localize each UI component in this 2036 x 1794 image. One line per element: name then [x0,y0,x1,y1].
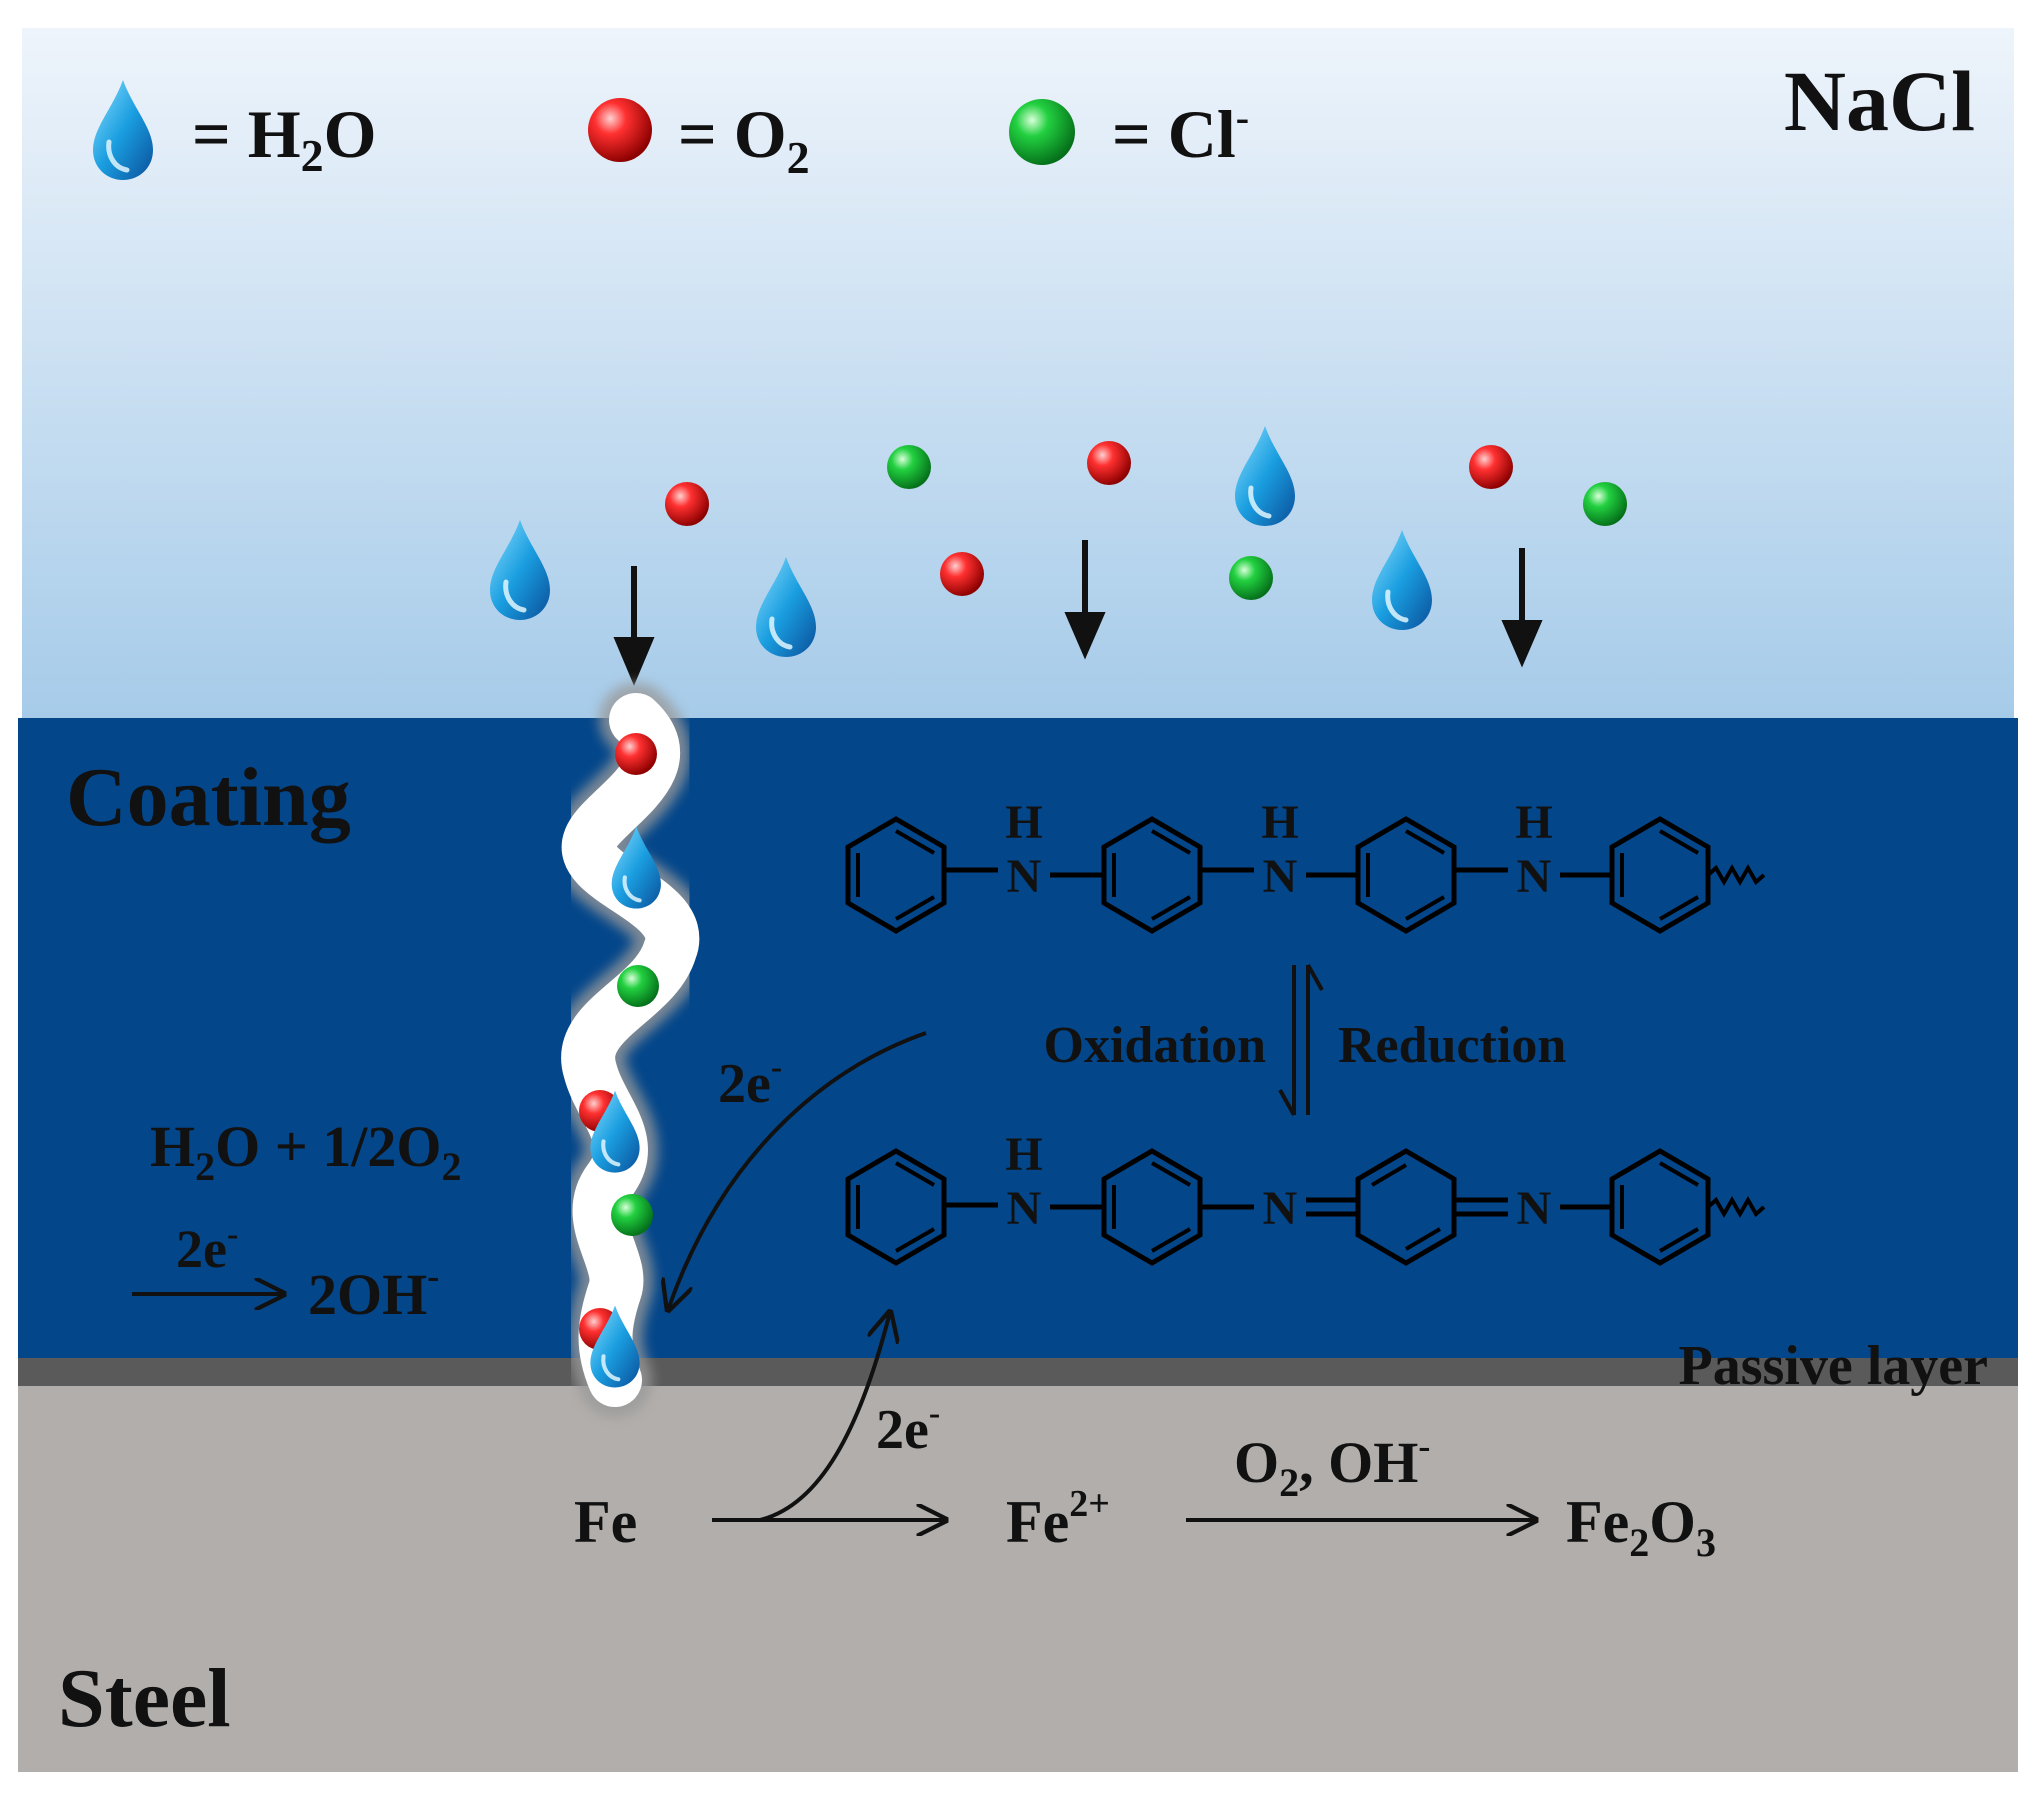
legend-cl-label: = Cl- [1112,95,1249,172]
oxygen-molecule-icon [940,552,984,596]
oxygen-molecule-icon [1087,441,1131,485]
cathodic-product: 2OH- [308,1256,439,1327]
solution-label: NaCl [1784,53,1975,149]
steel-label: Steel [58,1652,231,1745]
up-half-arrow-icon [1306,964,1324,991]
chloride-ion-icon [1229,556,1273,600]
down-arrow-icon [1064,612,1106,660]
electron-release-arrow [759,1312,890,1522]
diffusion-arrows [613,540,1543,686]
chloride-ion-icon [617,965,659,1007]
legend-chloride-icon [1009,99,1075,165]
lower-electron-label: 2e- [876,1395,940,1461]
legend: = H2O = O2 = Cl- [93,80,1249,183]
legend-o2-label: = O2 [678,96,810,183]
upper-electron-label: 2e- [718,1049,782,1115]
cathodic-reaction: H2O + 1/2O2 2e- 2OH- [132,1114,462,1327]
fe2o3-label: Fe2O3 [1566,1489,1716,1565]
coating-label: Coating [66,751,351,844]
nh-hydrogen-label: H [1515,796,1552,849]
imine-nitrogen-label: N [1517,1182,1552,1235]
anodic-reaction: Fe 2e- Fe2+ O2, OH- Fe2O3 [574,1312,1716,1565]
fe2-label: Fe2+ [1006,1483,1110,1555]
imine-nitrogen-label: N [1263,1182,1298,1235]
passive-layer-label: Passive layer [1679,1335,1988,1397]
polyaniline-oxidized-form: H N N N [848,1128,1766,1263]
chloride-ion-icon [887,445,931,489]
reduction-label: Reduction [1338,1017,1566,1074]
oxidant-label: O2, OH- [1234,1426,1430,1505]
nh-nitrogen-label: N [1263,850,1298,903]
solution-species [490,426,1627,657]
cathodic-electrons: 2e- [176,1216,238,1279]
legend-oxygen-icon [588,98,652,162]
nh-hydrogen-label: H [1261,796,1298,849]
cathodic-reactants: H2O + 1/2O2 [150,1114,462,1189]
nh-nitrogen-label: N [1007,1182,1042,1235]
chain-continuation-icon [1706,863,1766,887]
down-arrow-icon [1501,620,1543,668]
down-arrow-icon [613,637,655,686]
steel-region [18,1386,2018,1772]
chain-continuation-icon [1706,1195,1766,1219]
oxygen-molecule-icon [665,482,709,526]
polyaniline-reduced-form: H N H N H N [848,796,1766,931]
fe-label: Fe [574,1489,637,1555]
electron-transfer-arrow [668,1031,927,1310]
oxygen-molecule-icon [615,733,657,775]
nh-nitrogen-label: N [1517,850,1552,903]
chloride-ion-icon [611,1194,653,1236]
nh-hydrogen-label: H [1005,1128,1042,1181]
redox-equilibrium: Oxidation Reduction [1044,964,1566,1116]
oxidation-label: Oxidation [1044,1017,1267,1074]
nh-hydrogen-label: H [1005,796,1042,849]
chloride-ion-icon [1583,482,1627,526]
nh-nitrogen-label: N [1007,850,1042,903]
coating-defect-channel [551,683,710,1417]
passive-layer-band [18,1358,2018,1386]
oxygen-molecule-icon [1469,445,1513,489]
legend-h2o-label: = H2O [192,96,377,181]
down-half-arrow-icon [1278,1089,1296,1116]
